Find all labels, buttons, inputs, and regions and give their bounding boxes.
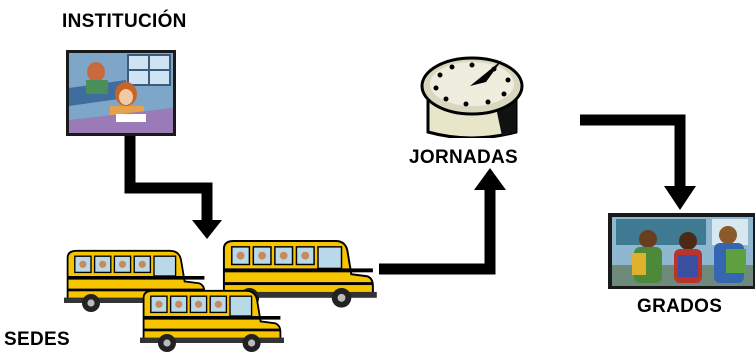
node-label-jornadas: JORNADAS <box>409 147 519 168</box>
arrow-jornadas-to-grados <box>580 114 686 190</box>
school-buses-illustration <box>63 239 378 353</box>
node-label-institucion: INSTITUCIÓN <box>62 11 187 32</box>
arrow-sedes-to-jornadas <box>379 186 496 275</box>
classroom-illustration <box>66 50 176 136</box>
bus-front <box>139 289 285 353</box>
node-label-sedes: SEDES <box>4 329 70 350</box>
clock-illustration <box>420 56 524 138</box>
arrow-institucion-to-sedes <box>124 134 213 225</box>
arrow-head-sedes <box>192 220 222 239</box>
arrow-head-grados <box>664 186 696 210</box>
students-illustration <box>608 213 755 289</box>
arrow-head-jornadas <box>474 168 506 190</box>
node-label-grados: GRADOS <box>637 296 723 317</box>
